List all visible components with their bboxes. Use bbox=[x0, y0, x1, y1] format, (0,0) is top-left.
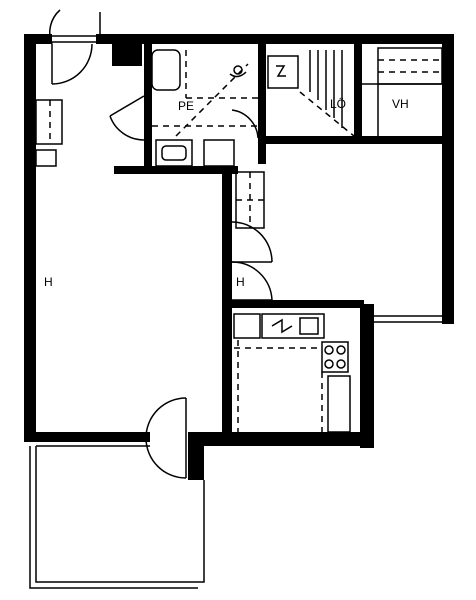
balcony bbox=[29, 445, 205, 589]
wall-balcony-post bbox=[188, 432, 204, 480]
hall-fixtures bbox=[35, 99, 63, 167]
sauna-stove bbox=[267, 55, 299, 89]
wall-bottom-left bbox=[24, 432, 150, 442]
kitchen-counter bbox=[261, 313, 325, 339]
wall-bottom-right bbox=[188, 432, 374, 446]
floor-drain bbox=[233, 65, 243, 75]
burner-3 bbox=[324, 359, 334, 369]
door-sauna bbox=[231, 109, 259, 139]
wall-top bbox=[96, 34, 454, 44]
wall-left bbox=[24, 34, 36, 437]
wall-top-left bbox=[24, 34, 52, 44]
room-labels: H PE LÖ VH H bbox=[44, 97, 409, 289]
label-living-room: H bbox=[44, 275, 53, 289]
toilet bbox=[151, 49, 181, 91]
wall-sauna-east bbox=[354, 44, 362, 140]
hall-cabinet bbox=[35, 149, 57, 167]
fridge bbox=[327, 375, 351, 433]
exterior-walls bbox=[24, 34, 454, 480]
kitchen-fixtures bbox=[233, 313, 351, 433]
burner-2 bbox=[336, 345, 346, 355]
kitchen-sink bbox=[233, 313, 261, 339]
wall-bath-east bbox=[258, 44, 266, 164]
wall-bedroom-north bbox=[258, 136, 442, 144]
label-sauna: LÖ bbox=[330, 97, 346, 111]
wall-right-lower bbox=[360, 304, 374, 448]
wall-notch bbox=[112, 44, 142, 66]
burner-1 bbox=[324, 345, 334, 355]
bathroom-fixtures bbox=[151, 49, 258, 167]
bedroom-closet bbox=[235, 171, 265, 229]
sauna-fixtures bbox=[267, 50, 355, 137]
wall-living-east bbox=[222, 168, 232, 434]
interior-walls bbox=[112, 44, 442, 434]
wall-right-upper bbox=[442, 34, 454, 324]
label-bathroom: PE bbox=[178, 99, 194, 113]
shower-curtain bbox=[175, 63, 249, 137]
stove bbox=[321, 341, 349, 373]
wardrobe-fixtures bbox=[362, 47, 443, 136]
bath-cabinet bbox=[203, 139, 235, 167]
label-bedroom: H bbox=[236, 275, 245, 289]
washbasin bbox=[155, 139, 193, 167]
windows bbox=[36, 35, 442, 443]
closet-shelf bbox=[377, 47, 443, 85]
label-wardrobe: VH bbox=[392, 97, 409, 111]
burner-4 bbox=[336, 359, 346, 369]
door-bathroom bbox=[109, 95, 145, 117]
doors bbox=[49, 9, 273, 479]
wall-bath-south bbox=[114, 166, 238, 174]
balcony-outline bbox=[35, 446, 205, 583]
wall-kitchen-north bbox=[232, 300, 364, 308]
hall-closet bbox=[35, 99, 63, 145]
wall-bath-west bbox=[144, 44, 152, 168]
